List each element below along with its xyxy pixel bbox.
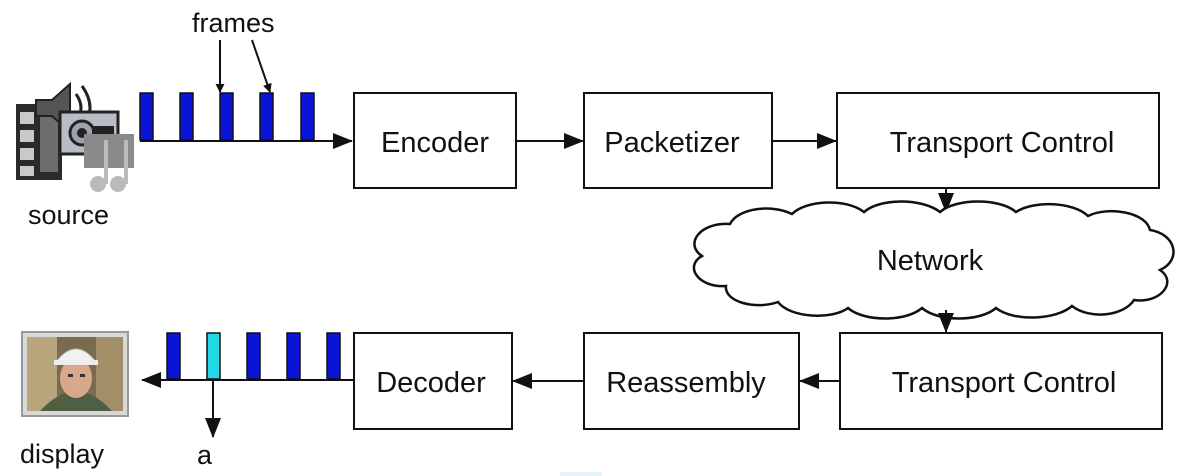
frame: [300, 92, 315, 141]
lost-frame-label: a: [197, 440, 213, 470]
transport-control-send-block: Transport Control: [836, 92, 1160, 189]
transport-control-recv-label: Transport Control: [892, 367, 1117, 399]
network-cloud-icon: Network: [692, 200, 1175, 320]
frame: [246, 332, 261, 380]
decoder-label: Decoder: [376, 367, 486, 399]
source-media-icon: [16, 81, 134, 192]
transport-control-send-label: Transport Control: [890, 127, 1115, 159]
display-label: display: [20, 439, 105, 469]
lost-frame: [206, 332, 221, 380]
reassembly-block: Reassembly: [583, 332, 800, 430]
frame: [166, 332, 181, 380]
source-label: source: [28, 200, 109, 230]
decoder-block: Decoder: [353, 332, 513, 430]
frame: [326, 332, 341, 380]
packetizer-block: Packetizer: [583, 92, 773, 189]
network-label: Network: [877, 245, 984, 277]
sent-frame-stream: [139, 92, 353, 149]
frames-label: frames: [192, 8, 275, 38]
encoder-block: Encoder: [353, 92, 517, 189]
frames-pointer-arrow: [251, 39, 272, 93]
reassembly-label: Reassembly: [606, 367, 766, 399]
frame: [219, 92, 234, 141]
watermark-mark: [560, 472, 602, 476]
transport-control-recv-block: Transport Control: [839, 332, 1163, 430]
frame: [179, 92, 194, 141]
received-frame-stream: [141, 332, 354, 388]
frame: [259, 92, 274, 141]
packetizer-label: Packetizer: [604, 127, 740, 159]
frame: [139, 92, 154, 141]
encoder-label: Encoder: [381, 127, 489, 159]
frame: [286, 332, 301, 380]
display-photo-icon: [21, 331, 129, 417]
